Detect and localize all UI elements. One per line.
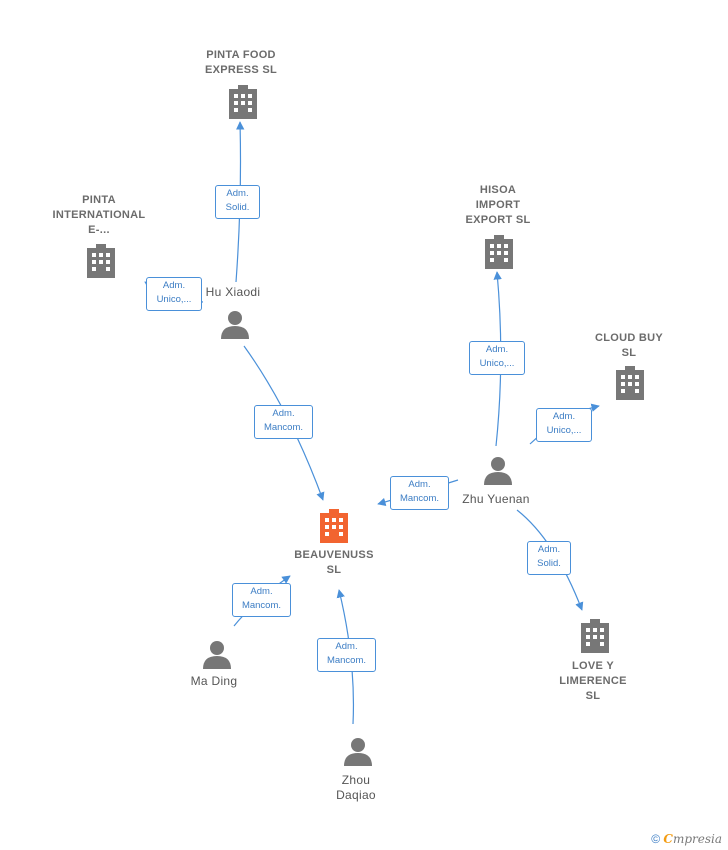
edge-label-zhu-hisoa[interactable]: Adm. Unico,...: [469, 341, 525, 375]
person-icon: [484, 457, 512, 485]
node-hisoa-label[interactable]: HISOA IMPORT EXPORT SL: [465, 184, 531, 226]
copyright-icon: ©: [651, 832, 661, 846]
node-ma-ding-label[interactable]: Ma Ding: [190, 674, 238, 688]
node-love-y-label[interactable]: LOVE Y LIMERENCE SL: [559, 660, 627, 702]
edge-label-zhu-cloud[interactable]: Adm. Unico,...: [536, 408, 592, 442]
person-icon: [344, 738, 372, 766]
node-zhu-yuenan-label[interactable]: Zhu Yuenan: [462, 492, 530, 506]
node-hu-xiaodi-label[interactable]: Hu Xiaodi: [205, 285, 261, 299]
person-icon: [221, 311, 249, 339]
node-pinta-intl-label[interactable]: PINTA INTERNATIONAL E-...: [52, 194, 146, 236]
edge-label-ma-beauvenuss[interactable]: Adm. Mancom.: [232, 583, 291, 617]
person-icon: [203, 641, 231, 669]
node-cloud-buy-label[interactable]: CLOUD BUY SL: [594, 332, 664, 359]
node-pinta-food-label[interactable]: PINTA FOOD EXPRESS SL: [204, 49, 278, 76]
edge-label-zhu-love[interactable]: Adm. Solid.: [527, 541, 571, 575]
node-beauvenuss-label[interactable]: BEAUVENUSS SL: [294, 549, 374, 576]
edge-label-hu-beauvenuss[interactable]: Adm. Mancom.: [254, 405, 313, 439]
brand-logo: Cmpresia: [663, 832, 722, 846]
edge-label-hu-pinta-food[interactable]: Adm. Solid.: [215, 185, 260, 219]
node-zhou-daqiao-label[interactable]: Zhou Daqiao: [336, 773, 376, 802]
footer-brand[interactable]: © Cmpresia: [651, 832, 722, 846]
edge-label-zhou-beauvenuss[interactable]: Adm. Mancom.: [317, 638, 376, 672]
focus-building-icon: [320, 509, 348, 543]
edge-label-zhu-beauvenuss[interactable]: Adm. Mancom.: [390, 476, 449, 510]
edge-label-hu-pinta-intl[interactable]: Adm. Unico,...: [146, 277, 202, 311]
